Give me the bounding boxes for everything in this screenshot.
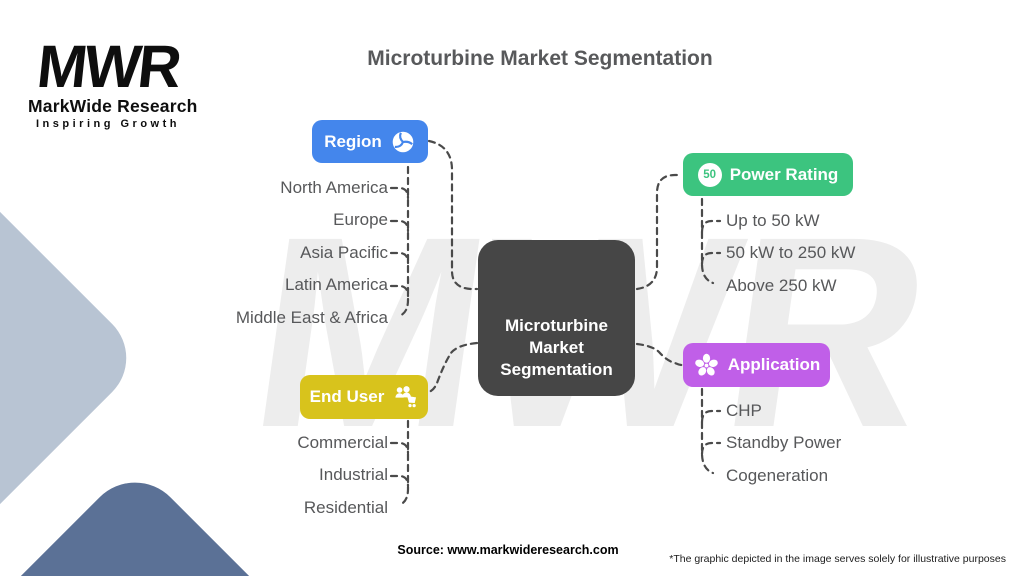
- end-user-leaf-list: Commercial Industrial Residential: [60, 427, 388, 525]
- region-branch-line: [389, 219, 410, 233]
- enduser-trunk-line: [397, 419, 410, 507]
- leaf-label: Industrial: [319, 465, 388, 484]
- application-leaf-list: CHP Standby Power Cogeneration: [726, 395, 841, 493]
- leaf-label: North America: [280, 177, 388, 197]
- power-to-center-line: [635, 173, 683, 291]
- globe-icon: [392, 131, 414, 152]
- end-user-node: End User: [300, 375, 428, 419]
- region-leaf-list: North America Europe Asia Pacific Latin …: [60, 172, 388, 335]
- region-trunk-line: [397, 165, 410, 318]
- region-branch-line: [389, 251, 410, 265]
- page-title: Microturbine Market Segmentation: [367, 47, 713, 70]
- region-node: Region: [312, 120, 428, 163]
- application-to-center-line: [635, 342, 684, 367]
- application-node: Application: [683, 343, 830, 387]
- power-trunk-line: [700, 197, 715, 285]
- disclaimer-text: *The graphic depicted in the image serve…: [669, 553, 1006, 565]
- fan-icon: [694, 353, 718, 376]
- leaf-label: Residential: [303, 497, 388, 517]
- power-branch-line: [700, 219, 722, 234]
- people-cart-icon: [395, 386, 417, 408]
- leaf-label: Latin America: [285, 275, 388, 294]
- source-text: Source: www.markwideresearch.com: [397, 543, 619, 557]
- application-branch-line: [700, 409, 722, 424]
- power-branch-line: [700, 251, 722, 266]
- application-trunk-line: [700, 387, 715, 475]
- region-branch-line: [389, 186, 410, 200]
- enduser-to-center-line: [427, 341, 479, 394]
- application-branch-line: [700, 441, 722, 456]
- power-rating-node-label: Power Rating: [729, 164, 839, 184]
- leaf-label: Cogeneration: [726, 465, 829, 485]
- leaf-label: 50 kW to 250 kW: [726, 243, 856, 262]
- end-user-node-label: End User: [309, 387, 385, 406]
- central-node-label: Microturbine Market Segmentation: [500, 316, 613, 379]
- region-branch-line: [389, 284, 410, 298]
- leaf-label: Above 250 kW: [726, 275, 837, 295]
- leaf-label: Up to 50 kW: [726, 210, 820, 230]
- leaf-label: Europe: [333, 210, 388, 229]
- logo-name: MarkWide Research: [28, 96, 198, 116]
- logo-tagline: Inspiring Growth: [36, 118, 180, 130]
- power-rating-node: 50 Power Rating: [683, 153, 853, 196]
- leaf-label: CHP: [726, 400, 762, 420]
- application-node-label: Application: [727, 355, 821, 374]
- leaf-label: Commercial: [297, 432, 388, 452]
- central-node: Microturbine Market Segmentation: [478, 240, 635, 396]
- markwide-logo: MWR MarkWide Research Inspiring Growth: [28, 33, 198, 130]
- badge-50-icon: 50: [697, 162, 722, 187]
- leaf-label: Standby Power: [726, 433, 842, 452]
- leaf-label: Middle East & Africa: [235, 307, 388, 327]
- region-to-center-line: [427, 139, 479, 291]
- power-rating-leaf-list: Up to 50 kW 50 kW to 250 kW Above 250 kW: [726, 205, 855, 303]
- leaf-label: Asia Pacific: [300, 242, 388, 262]
- enduser-branch-line: [389, 474, 410, 488]
- region-node-label: Region: [324, 131, 382, 151]
- enduser-branch-line: [389, 441, 410, 455]
